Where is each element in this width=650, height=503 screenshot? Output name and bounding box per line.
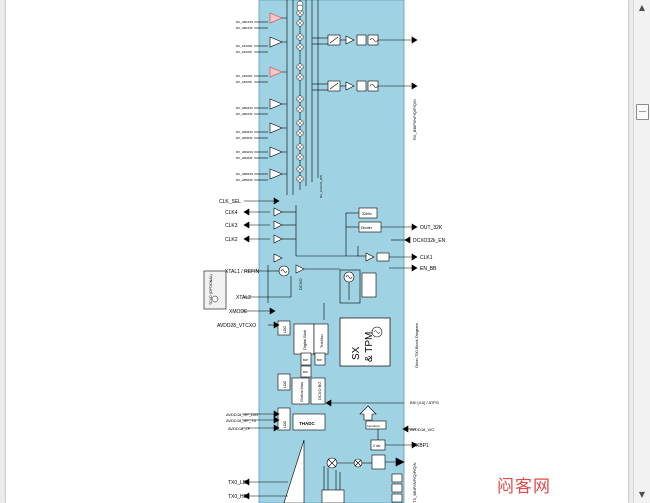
rx-input-label: RX_HB1INP: [236, 26, 253, 30]
lna-amp: [269, 9, 304, 27]
global-bias-label: Global bias: [299, 382, 304, 402]
rx-input-label: RX_HB4INN: [236, 150, 253, 154]
clk-sel-label: CLK_SEL: [219, 199, 241, 205]
clk2-label: CLK2: [225, 237, 238, 243]
rx-filter-row: [327, 80, 418, 92]
rx-input-label: RX_HB2INN: [236, 106, 253, 110]
ldo-label-3: LDO: [283, 421, 287, 428]
avdd18-vio-label: AVDD18_VIO: [410, 427, 434, 432]
txbp1-label: TXBP1: [413, 443, 429, 449]
sx-tpm-label: SX: [351, 346, 362, 360]
ldo-label: LDO: [283, 326, 287, 333]
tx0-hb-label: TX0_HB: [228, 494, 248, 500]
lna-amp: [269, 165, 304, 183]
thadc-label: THADC: [299, 421, 315, 426]
vertical-scrollbar[interactable]: ▲ ▼: [633, 0, 650, 503]
rx-lna-array: RX_HB1INN RX_HB1INP RX_LB1INN RX_LB1INP RX_L…: [236, 0, 328, 195]
avdd18-hf-dig-label: AVDD18_HF_DIG: [226, 412, 258, 417]
lna-amp: [269, 63, 304, 81]
digital-block: [277, 320, 329, 431]
lna-amp: [269, 95, 304, 113]
rx-input-label: RX_HB1INN: [236, 20, 253, 24]
rx-input-label: RX_LB2INP: [236, 80, 252, 84]
block-diagram-title: Orion T00 Block Diagram: [414, 323, 419, 369]
clk1-label: CLK1: [420, 255, 433, 261]
bw-label-1: BW: [303, 358, 308, 362]
ldo-label-2: LDO: [283, 381, 287, 388]
tcxo-optional-box: TCXO (OPTIONAL): [203, 270, 227, 310]
bw-label-3: BW: [303, 370, 308, 374]
bw-label-2: BW: [317, 358, 322, 362]
dcxo-label: DCXO: [298, 278, 303, 290]
avdd18-lf-label: AVDD18_LF: [228, 426, 251, 431]
rx-input-label: RX_HB5INN: [236, 172, 253, 176]
tx-section: [242, 246, 418, 503]
rx-input-label: RX_LB1INN: [236, 44, 252, 48]
test-mux-label: Test Mux: [320, 334, 324, 348]
rx-input-label: RX_HB3INP: [236, 136, 253, 140]
xtal2-label: XTAL2: [236, 295, 251, 301]
div32k-label: 32kHz: [362, 212, 372, 216]
input-amp-label: InputAmp: [367, 424, 380, 428]
tcxo-label: TCXO (OPTIONAL): [209, 274, 213, 305]
rx-input-label: RX_HB5INP: [236, 178, 253, 182]
dcxo-bg-label: DCXO BG: [317, 382, 322, 400]
lna-and-mixers: [269, 0, 304, 183]
dcxo32k-en-label: DCXO32k_EN: [413, 238, 446, 244]
block-diagram: RX_HB1INN RX_HB1INP RX_LB1INN RX_LB1INP RX_L…: [203, 0, 446, 503]
scroll-up-icon[interactable]: ▲: [638, 3, 646, 12]
rx-bbip-label: RX_BBIP/INP/QIP/QIN: [412, 99, 417, 140]
lna-amp: [269, 119, 304, 137]
rx-input-label: RX_LB2INN: [236, 74, 252, 78]
en-bb-label: EN_BB: [420, 266, 437, 272]
tx-bbip-vertical-label: TX_BBIP/INP/QIP/QIN: [412, 462, 417, 503]
div-by2-label: 2 div: [373, 444, 381, 448]
scroll-thumb[interactable]: [636, 104, 649, 120]
rx-input-label: RX_HB2INP: [236, 112, 253, 116]
clk3-label: CLK3: [225, 223, 238, 229]
watermark-text: 闷客网: [497, 477, 551, 497]
document-page: RX_HB1INN RX_HB1INP RX_LB1INN RX_LB1INP RX_L…: [6, 0, 628, 503]
sx-tpm-block: SX & TPM: [339, 317, 391, 367]
rx-input-label: RX_HB4INP: [236, 156, 253, 160]
rx-input-label: RX_HB3INN: [236, 130, 253, 134]
xmode-label: XMODE: [229, 309, 248, 315]
sx-tpm-label-2: & TPM: [364, 332, 375, 362]
lna-amp: [269, 33, 304, 51]
scroll-down-icon[interactable]: ▼: [638, 490, 646, 499]
divider-label: Divider: [361, 226, 373, 230]
clk4-label: CLK4: [225, 210, 238, 216]
out-32k-label: OUT_32K: [420, 225, 443, 231]
rx-input-label: RX_LB1INP: [236, 50, 252, 54]
bsi-label: BSI [4:0] / ATPG: [410, 400, 439, 405]
tx0-lb-label: TX0_LB: [228, 480, 247, 486]
dcxo-section: [244, 253, 361, 320]
clock-section: [243, 197, 418, 272]
mixer-symbol: [296, 4, 304, 12]
rx-lo-label: RX_LO/LO1_DIS: [319, 175, 323, 198]
avdd18-hf-tx-label: AVDD18_HF_TX: [226, 418, 256, 423]
avdd28-vtcxo-label: AVDD28_VTCXO: [217, 323, 256, 329]
rx-filter-chain: [327, 34, 418, 92]
lna-amp: [269, 143, 304, 161]
xtal1-label: XTAL1 / REFIN: [225, 269, 259, 275]
rx-filter-row: [327, 34, 418, 46]
digital-blk-label: Digital Blok: [302, 330, 307, 350]
